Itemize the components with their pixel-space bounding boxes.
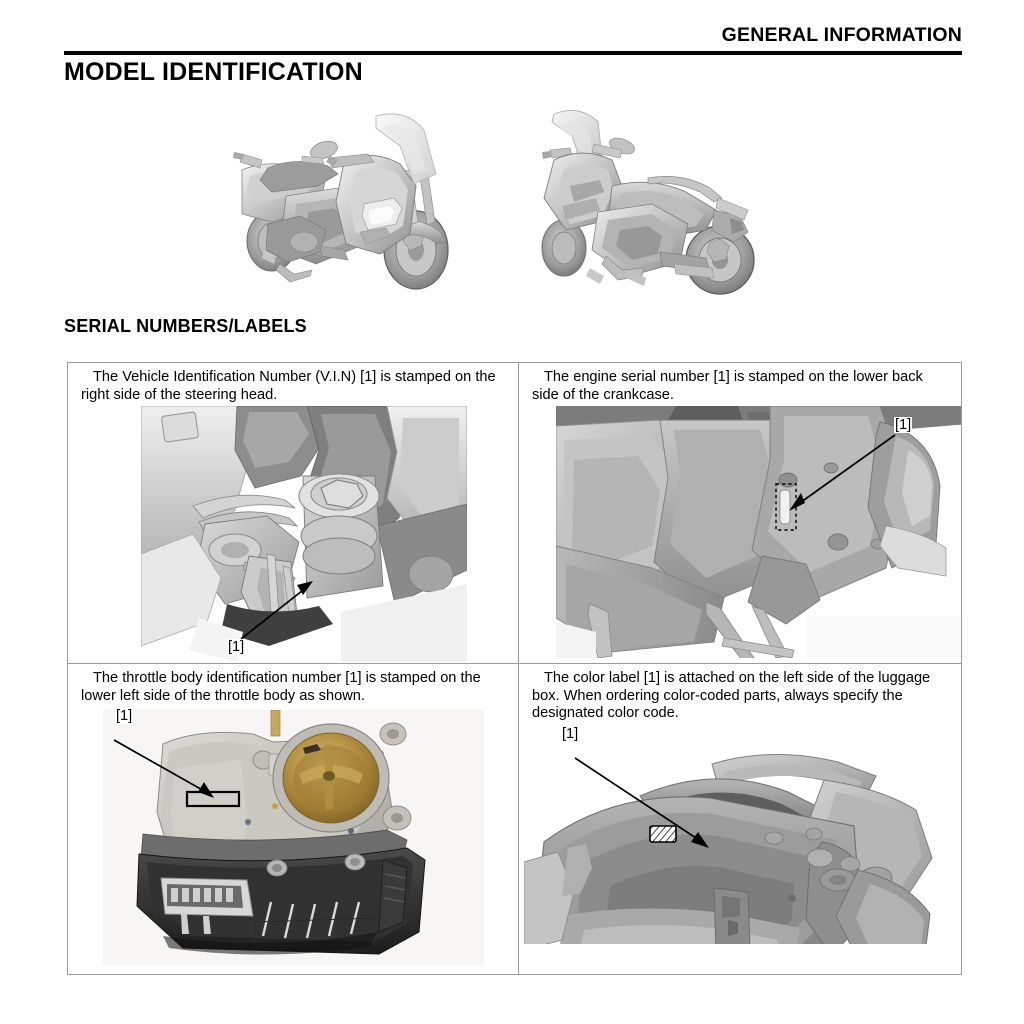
throttle-body-callout-1: [1]: [115, 708, 134, 724]
table-row: The throttle body identification number …: [68, 663, 961, 974]
throttle-body-figure: [103, 710, 484, 965]
cell-color-label-caption: The color label [1] is attached on the l…: [532, 670, 931, 721]
cell-vin-caption: The Vehicle Identification Number (V.I.N…: [81, 369, 496, 403]
table-row: The Vehicle Identification Number (V.I.N…: [68, 363, 961, 663]
header-rule: [64, 51, 962, 55]
throttle-body-leader-line: [108, 736, 226, 804]
cell-throttle-body-caption: The throttle body identification number …: [81, 670, 481, 704]
motorcycle-front-right-view: [224, 100, 504, 300]
vin-leader-line: [233, 577, 333, 643]
header-title: GENERAL INFORMATION: [721, 24, 962, 46]
engine-serial-leader-line: [775, 429, 903, 515]
cell-throttle-body: The throttle body identification number …: [68, 664, 519, 974]
cell-engine-serial-caption: The engine serial number [1] is stamped …: [532, 369, 923, 403]
cell-color-label: The color label [1] is attached on the l…: [519, 664, 961, 974]
color-label-leader-line: [571, 754, 721, 854]
motorcycle-rear-left-view: [524, 100, 804, 300]
page-title: MODEL IDENTIFICATION: [64, 58, 363, 86]
serial-numbers-table: The Vehicle Identification Number (V.I.N…: [67, 362, 962, 975]
vin-callout-1: [1]: [227, 639, 246, 655]
section-title-serial-numbers: SERIAL NUMBERS/LABELS: [64, 316, 307, 336]
color-label-callout-1: [1]: [561, 726, 580, 742]
cell-engine-serial: The engine serial number [1] is stamped …: [519, 363, 961, 663]
vin-figure: [141, 406, 467, 662]
model-illustration-strip: [64, 100, 964, 300]
cell-vin: The Vehicle Identification Number (V.I.N…: [68, 363, 519, 663]
page-header: GENERAL INFORMATION: [64, 24, 962, 55]
color-label-figure: [524, 730, 961, 970]
engine-serial-callout-1: [1]: [894, 417, 913, 433]
